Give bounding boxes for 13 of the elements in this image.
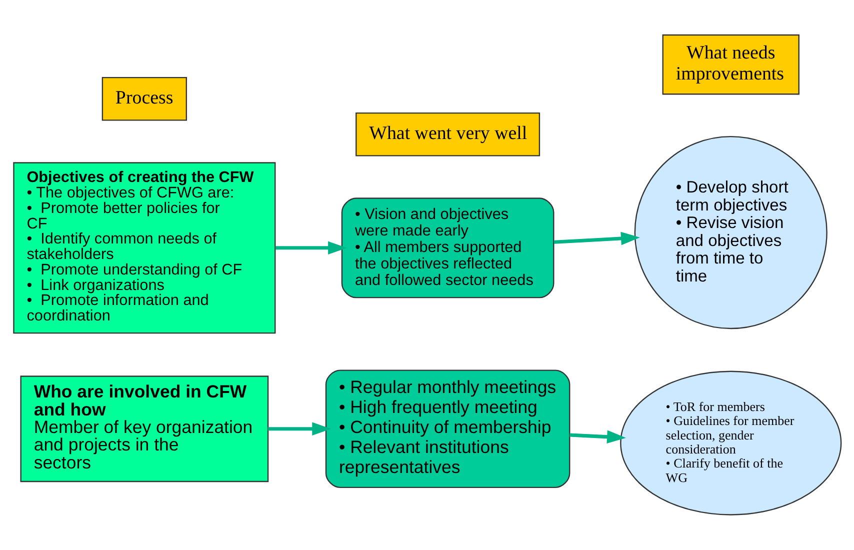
arrow [268, 422, 331, 436]
node-box: Objectives of creating the CFW • The objectives of CFWG are: • Promote better policies for CF • Identify common needs of stakeholders • Promote understanding of CF • Link organizations • Promote information and coordination [12, 162, 276, 334]
node-box: What needs improvements [662, 34, 799, 95]
node-box: What went very well [355, 112, 540, 156]
arrow [274, 241, 347, 255]
node-box: Who are involved in CFW and how Member of key organization and projects in the sectors [20, 376, 268, 482]
node-box: Process [101, 77, 186, 121]
node-ellipse: • ToR for members • Guidelines for member selection, gender consideration • Clarify benefit of the WG [620, 370, 842, 516]
arrow [569, 430, 626, 444]
node-box: • Vision and objectives were made early • All members supported the objectives reflected and followed sector needs [340, 198, 554, 298]
arrow [553, 232, 640, 246]
node-circle: • Develop short term objectives • Revise vision and objectives from time to time [634, 136, 827, 330]
node-box: • Regular monthly meetings • High frequently meeting • Continuity of membership • Relevant institutions representatives [324, 370, 570, 488]
